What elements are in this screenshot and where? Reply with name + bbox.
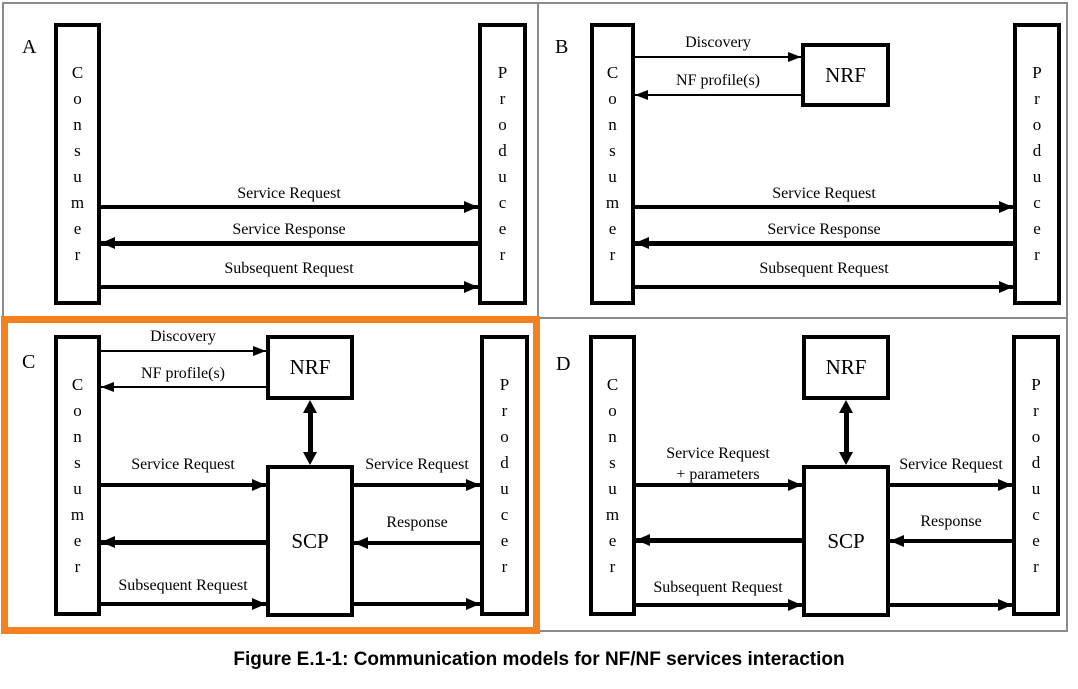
arrow-service-response xyxy=(635,237,1013,249)
consumer-label: C o n s u m e r xyxy=(70,374,85,576)
label-discovery: Discovery xyxy=(685,34,751,51)
arrow-response-scp-consumer xyxy=(636,534,802,546)
consumer-node: C o n s u m e r xyxy=(590,23,635,305)
nrf-label: NRF xyxy=(825,355,867,379)
label-nf-profiles: NF profile(s) xyxy=(141,365,225,382)
arrow-service-request xyxy=(101,200,478,213)
nrf-node: NRF xyxy=(802,335,890,400)
label-subsequent-request: Subsequent Request xyxy=(653,579,783,596)
panel-c-highlight-border xyxy=(1,316,540,634)
producer-node: P r o d u c e r xyxy=(478,23,527,305)
arrow-subsequent-scp-producer xyxy=(354,597,480,610)
arrow-subsequent-request xyxy=(101,280,478,293)
consumer-node: C o n s u m e r xyxy=(589,335,636,616)
nrf-label: NRF xyxy=(825,62,866,87)
arrow-nrf-scp-bidirectional xyxy=(839,400,853,465)
scp-label: SCP xyxy=(291,528,329,553)
label-service-request-left: Service Request xyxy=(131,456,235,473)
arrow-subsequent-request xyxy=(101,597,266,610)
consumer-label: C o n s u m e r xyxy=(605,374,620,576)
arrow-subsequent-request xyxy=(636,598,802,611)
arrow-nf-profiles xyxy=(635,90,801,100)
panel-d: D C o n s u m e r NRF SCP P r o d u c e … xyxy=(539,317,1068,633)
arrow-service-request-scp-producer xyxy=(890,478,1012,491)
producer-label: P r o d u c e r xyxy=(497,63,508,264)
arrow-service-request-scp-producer xyxy=(354,478,480,491)
arrow-service-request-params xyxy=(636,478,802,491)
nrf-node: NRF xyxy=(801,43,890,107)
panel-c: C C o n s u m e r NRF SCP P r o d u c e … xyxy=(2,317,537,633)
producer-node: P r o d u c e r xyxy=(1012,335,1060,616)
label-nf-profiles: NF profile(s) xyxy=(676,72,760,89)
figure-caption: Figure E.1-1: Communication models for N… xyxy=(233,649,845,670)
consumer-label: C o n s u m e r xyxy=(70,63,85,264)
label-subsequent-request: Subsequent Request xyxy=(759,260,889,277)
panel-d-label: D xyxy=(556,353,571,375)
panel-b-label: B xyxy=(555,36,569,58)
scp-node: SCP xyxy=(802,465,890,617)
nrf-node: NRF xyxy=(266,335,354,400)
panel-c-label: C xyxy=(22,351,36,373)
panel-a-label: A xyxy=(22,36,37,58)
scp-label: SCP xyxy=(827,528,865,553)
consumer-node: C o n s u m e r xyxy=(54,23,101,305)
arrow-response-producer-scp xyxy=(354,536,480,549)
label-subsequent-request: Subsequent Request xyxy=(118,577,248,594)
panel-b: B C o n s u m e r NRF P r o d u c e r Di… xyxy=(539,2,1068,317)
label-service-response: Service Response xyxy=(767,221,881,238)
consumer-node: C o n s u m e r xyxy=(54,335,101,616)
label-service-request-right: Service Request xyxy=(899,456,1003,473)
label-service-request: Service Request xyxy=(772,185,876,202)
label-service-request-right: Service Request xyxy=(365,456,469,473)
arrow-nrf-scp-bidirectional xyxy=(303,400,317,465)
arrow-subsequent-scp-producer xyxy=(890,598,1012,611)
label-subsequent-request: Subsequent Request xyxy=(224,260,354,277)
producer-label: P r o d u c e r xyxy=(1031,374,1041,576)
scp-node: SCP xyxy=(266,465,354,617)
label-discovery: Discovery xyxy=(150,328,216,345)
nrf-label: NRF xyxy=(289,355,331,379)
label-service-request-params: Service Request + parameters xyxy=(666,445,770,483)
arrow-discovery xyxy=(101,346,266,356)
label-service-request: Service Request xyxy=(237,185,341,202)
arrow-service-request xyxy=(635,200,1013,213)
consumer-label: C o n s u m e r xyxy=(605,63,620,264)
arrow-service-response xyxy=(101,237,478,249)
arrow-discovery xyxy=(635,52,801,62)
producer-label: P r o d u c e r xyxy=(1032,63,1042,264)
arrow-response-scp-consumer xyxy=(101,536,266,548)
label-response: Response xyxy=(386,514,448,531)
arrow-service-request-consumer-scp xyxy=(101,478,266,491)
label-response: Response xyxy=(920,513,982,530)
panel-a: A C o n s u m e r P r o d u c e r Servic… xyxy=(2,2,537,317)
arrow-response-producer-scp xyxy=(890,534,1012,547)
producer-node: P r o d u c e r xyxy=(1013,23,1061,305)
producer-label: P r o d u c e r xyxy=(499,374,510,576)
arrow-subsequent-request xyxy=(635,280,1013,293)
arrow-nf-profiles xyxy=(101,382,266,392)
producer-node: P r o d u c e r xyxy=(480,335,529,616)
label-service-response: Service Response xyxy=(232,221,346,238)
